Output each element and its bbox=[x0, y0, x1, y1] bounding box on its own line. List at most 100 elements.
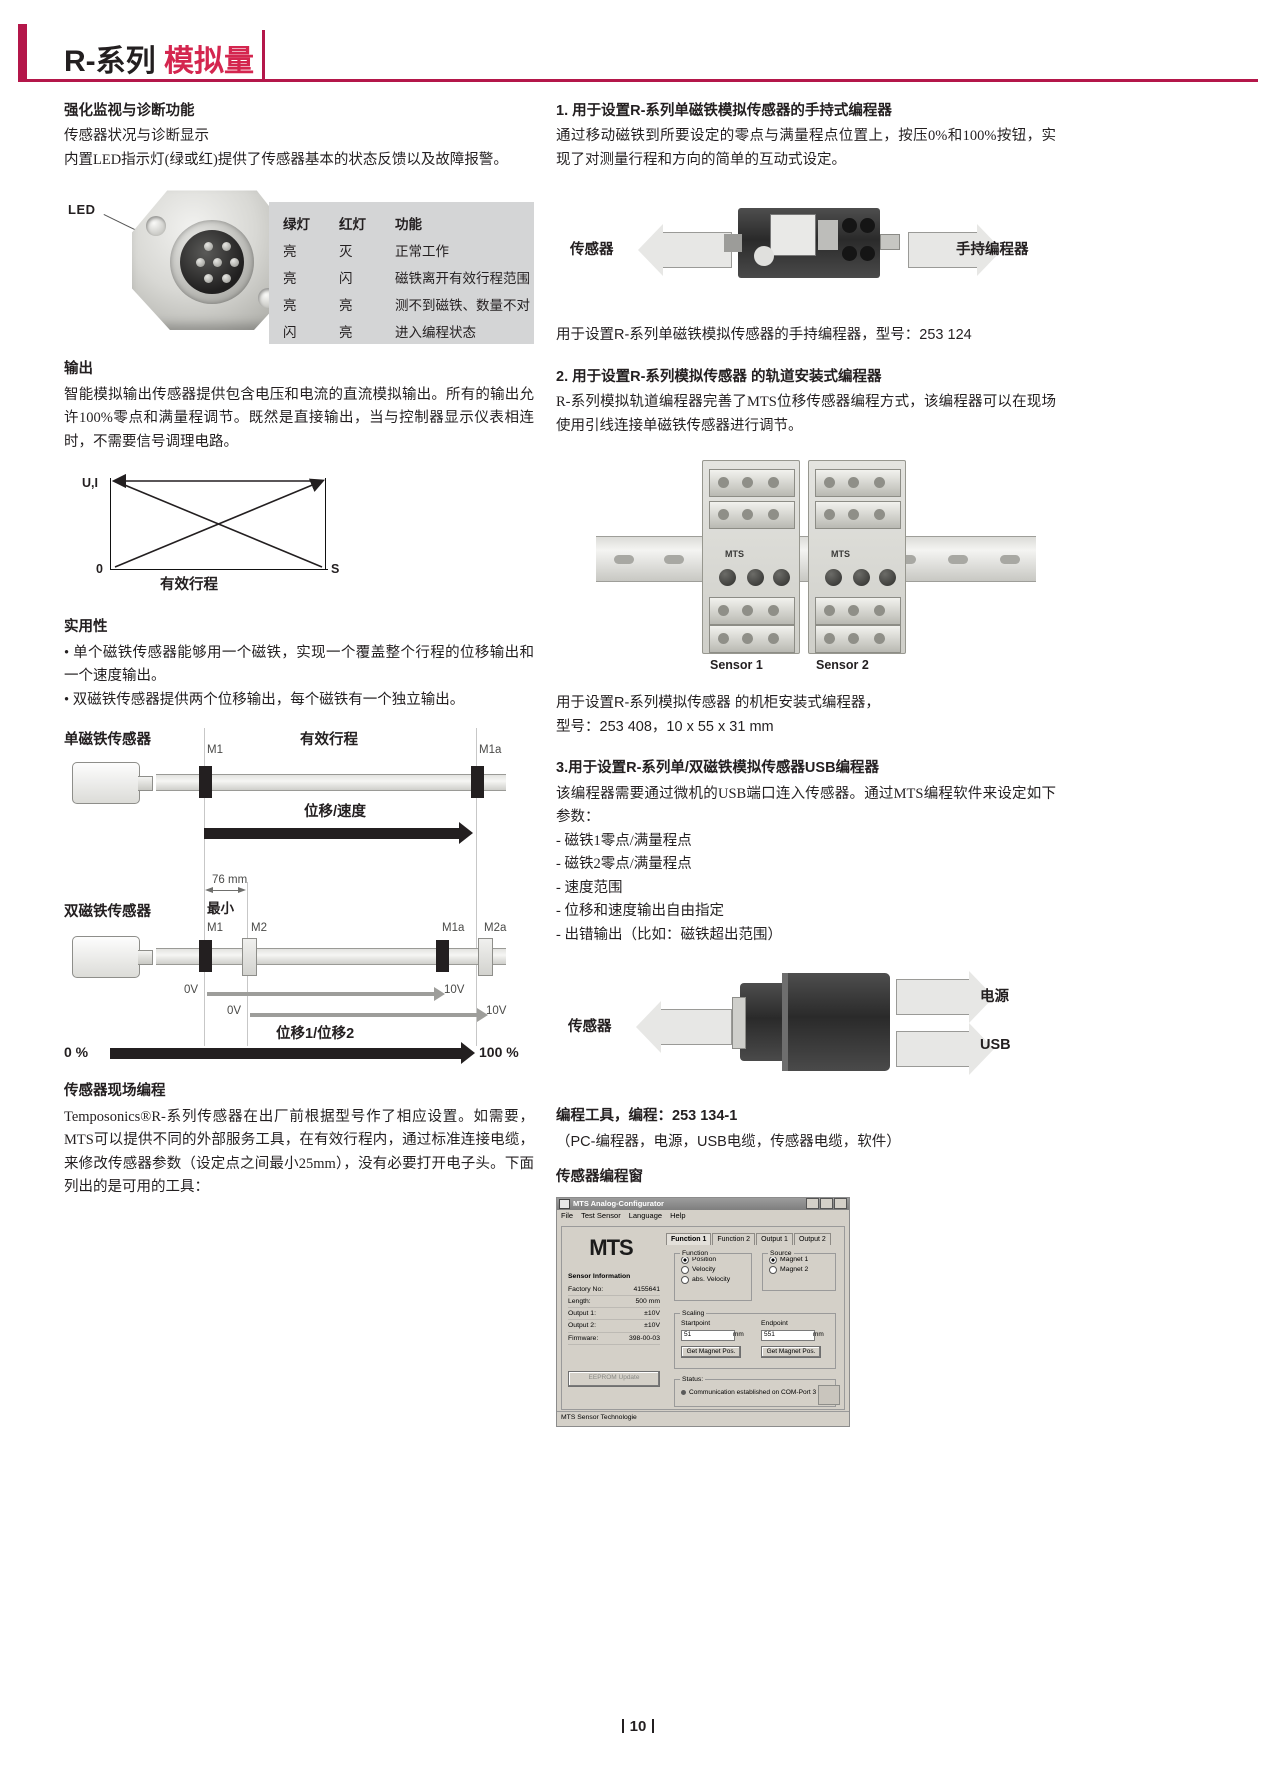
menu-language[interactable]: Language bbox=[628, 1210, 663, 1220]
footer-rule-right bbox=[652, 1719, 655, 1733]
magnet-m2a bbox=[478, 938, 493, 977]
startpoint-input[interactable]: 51 bbox=[681, 1329, 735, 1341]
label-dual-magnet-sensor: 双磁铁传感器 bbox=[64, 904, 151, 921]
get-magnet-pos-button-1[interactable]: Get Magnet Pos. bbox=[681, 1345, 741, 1358]
maximize-icon[interactable] bbox=[820, 1198, 833, 1210]
menu-bar[interactable]: File Test Sensor Language Help bbox=[557, 1209, 849, 1223]
endpoint-input[interactable]: 551 bbox=[761, 1329, 815, 1341]
radio-icon[interactable] bbox=[681, 1275, 689, 1284]
tab-function-2[interactable]: Function 2 bbox=[712, 1232, 756, 1245]
radio-icon[interactable] bbox=[769, 1255, 777, 1264]
caption-rail-model-1: 用于设置R-系列模拟传感器 的机柜安装式编程器， bbox=[556, 695, 880, 712]
info-label: Factory No: bbox=[568, 1285, 604, 1293]
col-green-led: 绿灯 bbox=[283, 216, 310, 232]
info-label: Output 1: bbox=[568, 1310, 596, 1318]
table-row: 亮 灭 正常工作 bbox=[269, 236, 534, 263]
function-group-label: Function bbox=[680, 1249, 711, 1257]
figure-label-handheld: 手持编程器 bbox=[956, 242, 1029, 259]
arrow-to-programmer bbox=[908, 224, 1002, 277]
startpoint-unit: mm bbox=[733, 1330, 744, 1338]
info-row-firmware: Firmware: 398-00-03 bbox=[568, 1333, 660, 1345]
radio-icon[interactable] bbox=[769, 1265, 777, 1274]
radio-velocity[interactable]: Velocity bbox=[681, 1265, 751, 1274]
text-bullet-single-magnet: • 单个磁铁传感器能够用一个磁铁，实现一个覆盖整个行程的位移输出和一个速度输出。 bbox=[64, 644, 534, 685]
window-controls[interactable] bbox=[806, 1198, 847, 1210]
magnet-m1-dual bbox=[199, 940, 212, 973]
eeprom-update-button[interactable]: EEPROM Update bbox=[568, 1370, 660, 1387]
header-rule bbox=[18, 24, 1258, 82]
sensor-flange-photo bbox=[132, 190, 292, 331]
menu-help[interactable]: Help bbox=[670, 1210, 686, 1220]
cell-function: 测不到磁铁、数量不对 bbox=[395, 297, 530, 313]
label-effective-travel: 有效行程 bbox=[300, 732, 358, 749]
chart-crossing-lines bbox=[111, 474, 325, 569]
tab-strip[interactable]: Function 1 Function 2 Output 1 Output 2 bbox=[666, 1232, 838, 1245]
get-magnet-pos-button-2[interactable]: Get Magnet Pos. bbox=[761, 1345, 821, 1358]
radio-icon[interactable] bbox=[681, 1265, 689, 1274]
usb-programmer-body bbox=[782, 973, 890, 1072]
figure-label-sensor-2: 传感器 bbox=[568, 1019, 612, 1036]
radio-icon[interactable] bbox=[681, 1255, 689, 1264]
text-handheld-programmer: 通过移动磁铁到所要设定的零点与满量程点位置上，按压0%和100%按钮，实现了对测… bbox=[556, 128, 1056, 168]
menu-test-sensor[interactable]: Test Sensor bbox=[581, 1210, 621, 1220]
led-state-table: 绿灯 红灯 功能 亮 灭 正常工作 亮 闪 磁铁离开有效行程范围 bbox=[269, 202, 534, 345]
cell-red: 亮 bbox=[339, 297, 353, 313]
chart-x-end-label: S bbox=[331, 562, 340, 577]
page-title: R-系列 模拟量 bbox=[64, 36, 254, 80]
tab-output-1[interactable]: Output 1 bbox=[756, 1232, 793, 1245]
left-column: 强化监视与诊断功能 传感器状况与诊断显示 内置LED指示灯(绿或红)提供了传感器… bbox=[64, 100, 534, 1200]
caption-handheld-model: 用于设置R-系列单磁铁模拟传感器的手持编程器，型号：253 124 bbox=[556, 327, 972, 344]
radio-magnet-1[interactable]: Magnet 1 bbox=[769, 1255, 835, 1264]
chart-y-label: U,I bbox=[82, 476, 98, 491]
radio-abs-velocity[interactable]: abs. Velocity bbox=[681, 1275, 751, 1284]
window-canvas: MTS Sensor Information Factory No: 41556… bbox=[561, 1225, 845, 1410]
dim-line-min-spacing bbox=[205, 887, 246, 894]
close-icon[interactable] bbox=[834, 1198, 847, 1210]
page-footer: 10 bbox=[0, 1718, 1276, 1735]
radio-label: Position bbox=[692, 1256, 717, 1264]
toolbar-icons[interactable] bbox=[818, 1384, 840, 1405]
cell-red: 灭 bbox=[339, 243, 353, 259]
arrow-power bbox=[896, 971, 994, 1024]
led-callout-label: LED bbox=[68, 202, 96, 218]
window-titlebar: MTS Analog-Configurator bbox=[557, 1197, 849, 1210]
heading-software-window: 传感器编程窗 bbox=[556, 1169, 643, 1186]
text-rail-programmer: R-系列模拟轨道编程器完善了MTS位移传感器编程方式，该编程器可以在现场使用引线… bbox=[556, 394, 1056, 434]
table-row: 闪 亮 进入编程状态 bbox=[269, 317, 534, 344]
minimize-icon[interactable] bbox=[806, 1198, 819, 1210]
endpoint-label: Endpoint bbox=[761, 1319, 788, 1327]
magnet-label-m1a: M1a bbox=[479, 744, 502, 757]
arrow-percent-range bbox=[110, 1042, 475, 1065]
led-status-block: LED 绿灯 红灯 bbox=[64, 184, 534, 345]
page-number: 10 bbox=[629, 1718, 647, 1735]
heading-field-programming: 传感器现场编程 bbox=[64, 1083, 166, 1100]
label-displacement-speed: 位移/速度 bbox=[304, 804, 367, 821]
chart-origin-label: 0 bbox=[96, 562, 103, 577]
info-value: 398-00-03 bbox=[629, 1334, 660, 1342]
analog-configurator-window[interactable]: MTS Analog-Configurator File Test Sensor… bbox=[556, 1196, 850, 1427]
tab-function-1[interactable]: Function 1 bbox=[666, 1232, 712, 1245]
radio-label: abs. Velocity bbox=[692, 1276, 731, 1284]
caption-rail-model-2: 型号：253 408，10 x 55 x 31 mm bbox=[556, 718, 774, 735]
sensor-info-title: Sensor Information bbox=[568, 1272, 631, 1280]
label-sensor-2: Sensor 2 bbox=[816, 658, 869, 673]
magnet-travel-diagram: 单磁铁传感器 有效行程 M1 M1a 位移/速度 76 mm 最小 双磁铁传感器… bbox=[64, 722, 534, 1065]
voltage-high-2: 10V bbox=[486, 1005, 507, 1018]
info-label: Length: bbox=[568, 1298, 591, 1306]
menu-file[interactable]: File bbox=[561, 1210, 574, 1220]
radio-position[interactable]: Position bbox=[681, 1255, 751, 1264]
label-single-magnet-sensor: 单磁铁传感器 bbox=[64, 732, 151, 749]
text-bullet-dual-magnet: • 双磁铁传感器提供两个位移输出，每个磁铁有一个独立输出。 bbox=[64, 691, 465, 708]
caption-programming-kit-1: 编程工具，编程：253 134-1 bbox=[556, 1108, 738, 1125]
usb-param-2: - 磁铁2零点/满量程点 bbox=[556, 856, 692, 873]
rail-programmer-figure: MTS MTS Sensor 1 Sensor 2 bbox=[596, 450, 1036, 680]
radio-magnet-2[interactable]: Magnet 2 bbox=[769, 1265, 835, 1274]
heading-handheld-programmer: 1. 用于设置R-系列单磁铁模拟传感器的手持式编程器 bbox=[556, 103, 892, 119]
figure-label-power: 电源 bbox=[980, 989, 1009, 1006]
function-group: Function Position Velocity abs. Velocity bbox=[674, 1249, 752, 1301]
figure-label-usb: USB bbox=[980, 1037, 1011, 1054]
endpoint-unit: mm bbox=[813, 1330, 824, 1338]
rail-module-sensor2: MTS bbox=[808, 460, 906, 655]
tab-output-2[interactable]: Output 2 bbox=[793, 1232, 831, 1245]
window-statusbar: MTS Sensor Technologie bbox=[557, 1410, 849, 1426]
